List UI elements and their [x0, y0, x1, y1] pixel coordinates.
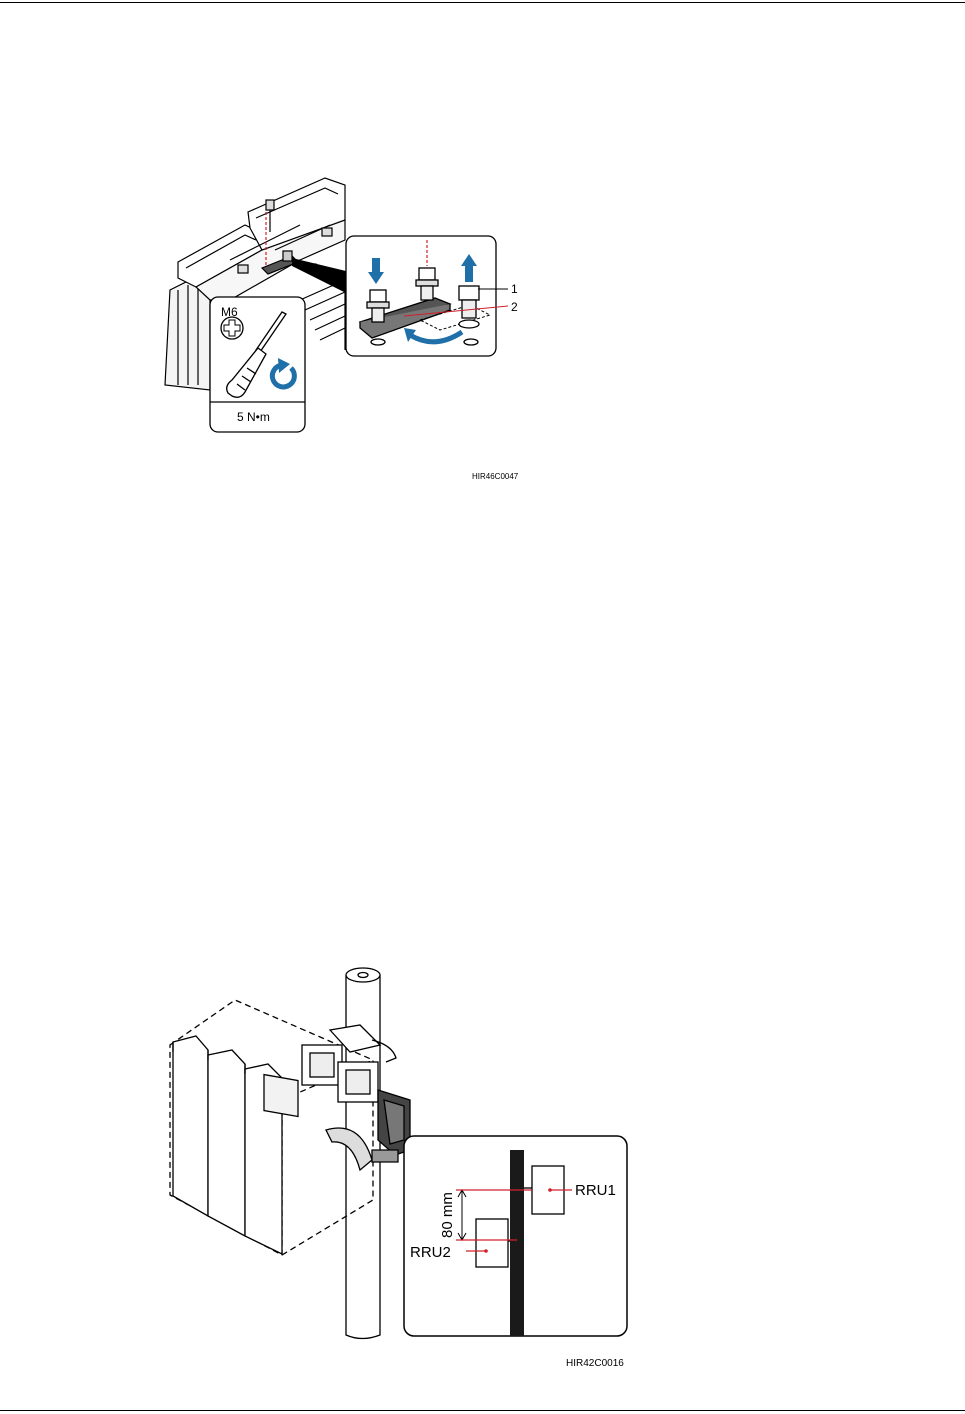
- rru-front-panels: [173, 1036, 282, 1254]
- rru2-box: [476, 1219, 508, 1267]
- inset-pole: [510, 1150, 524, 1336]
- footer-rule: [0, 1410, 965, 1411]
- rru1-label: RRU1: [575, 1182, 616, 1199]
- spacing-label: 80 mm: [439, 1192, 456, 1238]
- mounting-brackets: [264, 1025, 410, 1170]
- rru2-label: RRU2: [410, 1244, 451, 1261]
- figure-2-code: HIR42C0016: [566, 1358, 624, 1369]
